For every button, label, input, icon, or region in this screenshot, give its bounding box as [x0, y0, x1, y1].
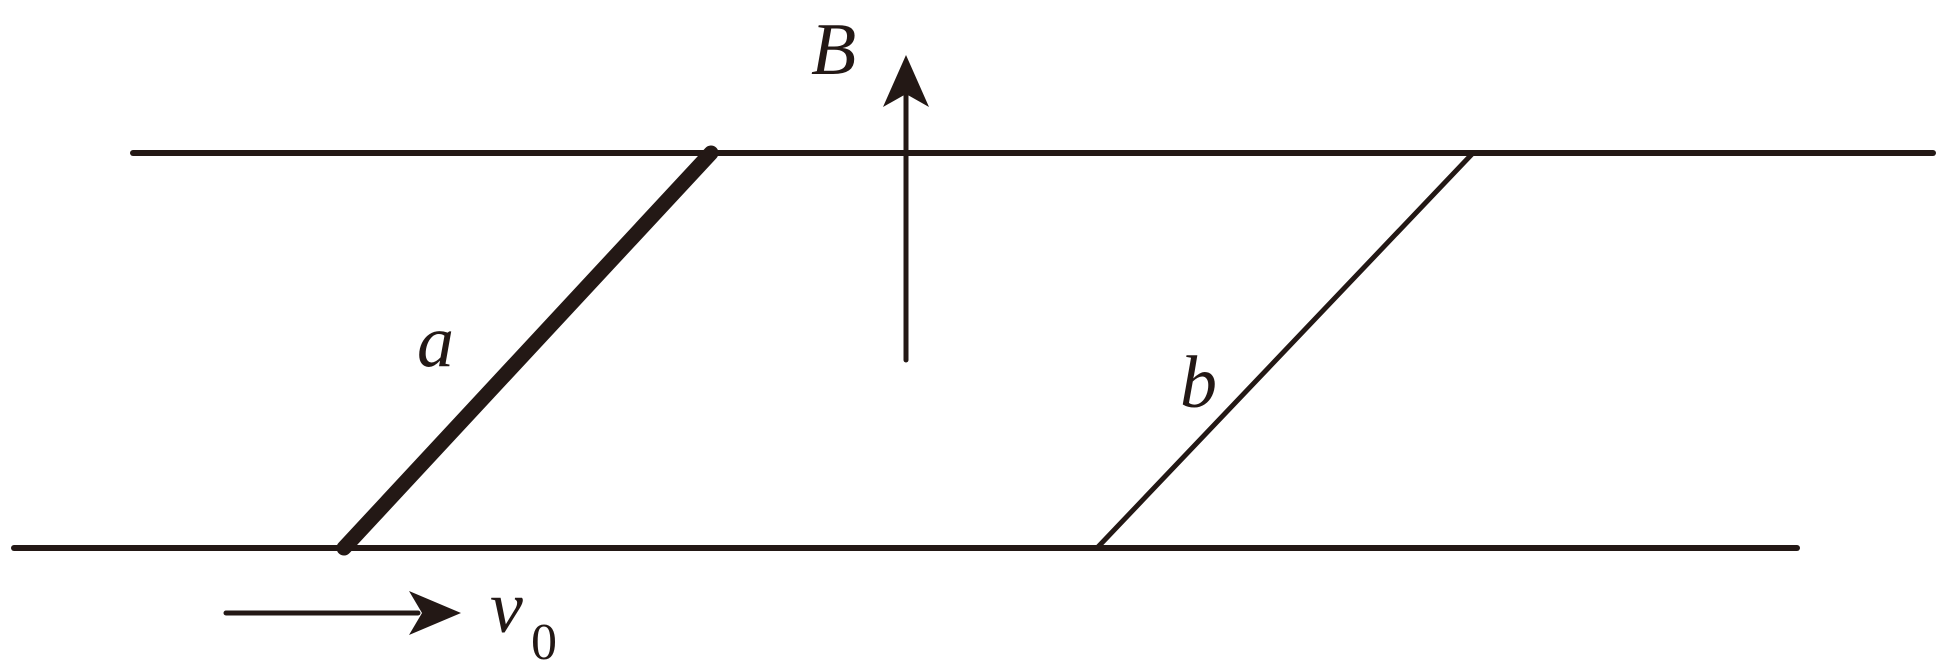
rod-a: [336, 145, 719, 556]
rod-b-label: b: [1180, 342, 1217, 424]
rod-a-label: a: [417, 301, 454, 383]
velocity-label: v: [490, 567, 523, 649]
field-arrow-head: [883, 55, 929, 107]
magnetic-field-arrow: [883, 55, 929, 363]
velocity-arrow: [223, 591, 461, 635]
rod-b: [1094, 150, 1476, 551]
field-label: B: [811, 9, 856, 91]
velocity-arrow-head: [409, 591, 461, 635]
velocity-subscript: 0: [531, 614, 557, 671]
